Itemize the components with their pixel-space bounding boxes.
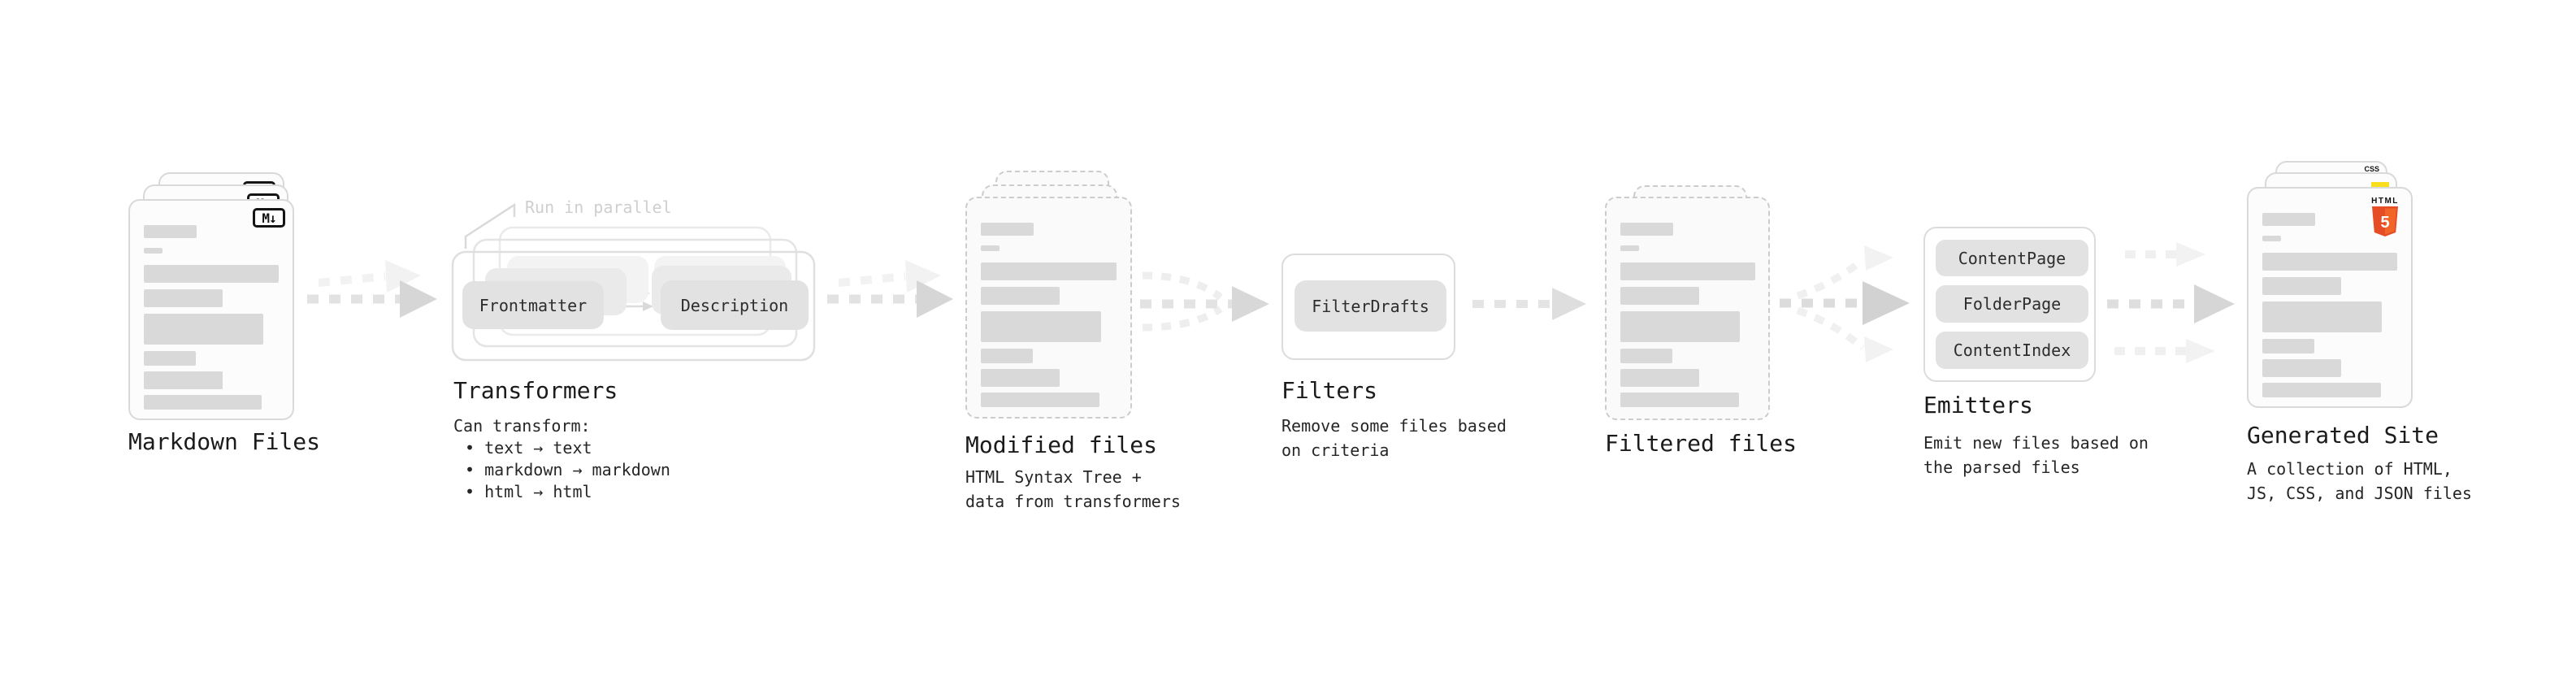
stage-modified-files (965, 171, 1136, 431)
content-page-pill: ContentPage (1936, 240, 2088, 276)
transform-bullet: • markdown → markdown (465, 460, 670, 479)
html5-shield-icon: 5 (2372, 206, 2398, 236)
filtered-file-card-front (1605, 197, 1770, 420)
markdown-logo-icon: M↓ (253, 208, 285, 228)
filter-drafts-pill: FilterDrafts (1295, 280, 1446, 332)
generated-site-description: A collection of HTML, JS, CSS, and JSON … (2247, 459, 2472, 503)
arrow-filtered-to-emitters-icon (1780, 245, 1910, 362)
arrow-modified-to-filters-icon (1140, 271, 1269, 332)
html5-logo-icon: HTML 5 (2366, 197, 2404, 241)
markdown-files-label: Markdown Files (128, 428, 321, 455)
can-transform-title: Can transform: (453, 416, 591, 436)
modified-file-card-front (965, 197, 1132, 419)
folder-page-pill: FolderPage (1936, 285, 2088, 323)
arrow-markdown-to-transformers-icon (307, 260, 437, 318)
run-in-parallel-note: Run in parallel (525, 197, 672, 217)
generated-site-label: Generated Site (2247, 422, 2439, 449)
html5-logo-word: HTML (2371, 197, 2399, 206)
transform-bullet: • html → html (465, 482, 592, 501)
document-placeholder-lines (144, 225, 279, 410)
emitters-description: Emit new files based on the parsed files (1923, 433, 2149, 477)
run-in-parallel-leader-line (464, 202, 516, 249)
svg-text:5: 5 (2380, 214, 2389, 232)
stage-markdown-files: M↓ M↓ M↓ (128, 172, 299, 432)
emitters-panel: ContentPage FolderPage ContentIndex (1923, 227, 2096, 382)
filters-description: Remove some files based on criteria (1281, 416, 1507, 460)
transformers-label: Transformers (453, 377, 618, 404)
filtered-files-label: Filtered files (1605, 430, 1798, 457)
arrow-filters-to-filtered-icon (1472, 288, 1586, 320)
arrow-transformers-to-modified-icon (827, 260, 953, 318)
javascript-logo-icon (2371, 182, 2389, 191)
stage-filtered-files (1605, 185, 1776, 429)
arrow-emitters-to-generated-icon (2107, 242, 2235, 363)
frontmatter-pill: Frontmatter (462, 281, 604, 329)
document-placeholder-lines (1620, 223, 1755, 407)
filters-panel: FilterDrafts (1281, 254, 1455, 360)
html-file-card: HTML 5 (2247, 187, 2413, 408)
modified-files-label: Modified files (965, 432, 1158, 458)
transform-bullet: • text → text (465, 438, 592, 458)
document-placeholder-lines (2262, 213, 2397, 397)
document-placeholder-lines (981, 223, 1117, 407)
emitters-label: Emitters (1923, 392, 2033, 419)
description-pill: Description (661, 280, 809, 330)
markdown-file-card-front: M↓ (128, 199, 294, 420)
stage-generated-site: CSS HTML 5 (2247, 161, 2418, 421)
filters-label: Filters (1281, 377, 1378, 404)
modified-files-description: HTML Syntax Tree + data from transformer… (965, 467, 1181, 511)
content-index-pill: ContentIndex (1936, 332, 2088, 369)
